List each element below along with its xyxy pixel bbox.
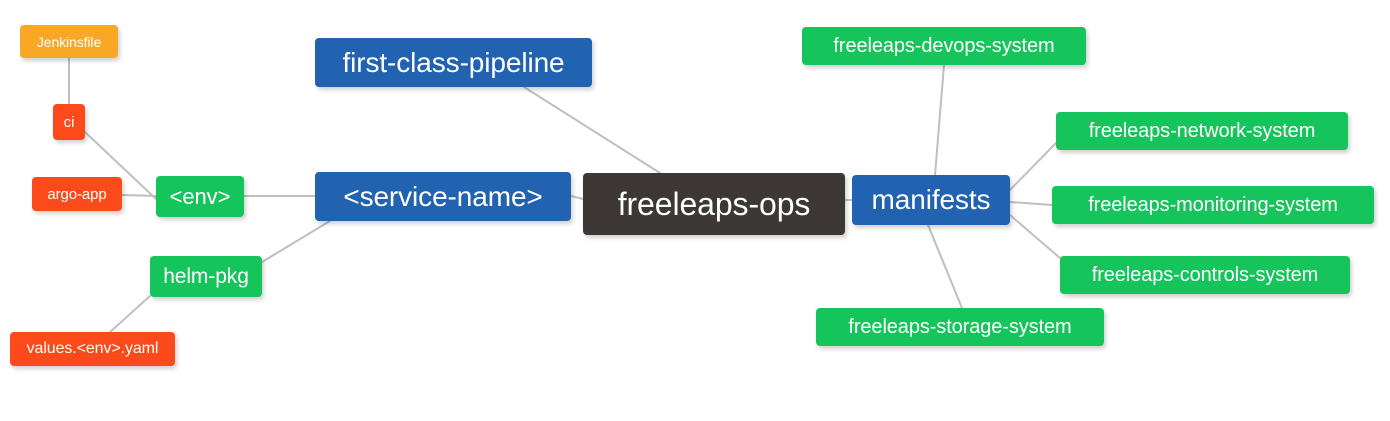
node-jenkinsfile[interactable]: Jenkinsfile	[20, 25, 118, 58]
edge-manifests-to-freeleaps-monitoring-system	[1009, 201, 1053, 206]
edge-argo-app-to-env	[121, 194, 157, 197]
edge-manifests-to-freeleaps-devops-system	[934, 64, 945, 176]
node-freeleaps-monitoring-system[interactable]: freeleaps-monitoring-system	[1052, 186, 1374, 224]
edge-manifests-to-freeleaps-controls-system	[1009, 214, 1061, 259]
node-helm-pkg[interactable]: helm-pkg	[150, 256, 262, 297]
node-manifests[interactable]: manifests	[852, 175, 1010, 225]
node-service-name[interactable]: <service-name>	[315, 172, 571, 221]
edge-manifests-to-freeleaps-storage-system	[927, 224, 963, 309]
node-values-yaml[interactable]: values.<env>.yaml	[10, 332, 175, 366]
node-ci[interactable]: ci	[53, 104, 85, 140]
edge-service-name-to-freeleaps-ops	[570, 195, 584, 200]
node-freeleaps-devops-system[interactable]: freeleaps-devops-system	[802, 27, 1086, 65]
node-freeleaps-controls-system[interactable]: freeleaps-controls-system	[1060, 256, 1350, 294]
node-argo-app[interactable]: argo-app	[32, 177, 122, 211]
edge-values-yaml-to-helm-pkg	[109, 295, 151, 333]
edge-helm-pkg-to-service-name	[261, 220, 331, 263]
node-first-class-pipeline[interactable]: first-class-pipeline	[315, 38, 592, 87]
node-freeleaps-storage-system[interactable]: freeleaps-storage-system	[816, 308, 1104, 346]
node-env[interactable]: <env>	[156, 176, 244, 217]
edge-first-class-pipeline-to-freeleaps-ops	[523, 86, 661, 174]
node-freeleaps-network-system[interactable]: freeleaps-network-system	[1056, 112, 1348, 150]
edge-manifests-to-freeleaps-network-system	[1009, 142, 1057, 191]
node-freeleaps-ops[interactable]: freeleaps-ops	[583, 173, 845, 235]
edge-ci-to-env	[84, 131, 157, 200]
